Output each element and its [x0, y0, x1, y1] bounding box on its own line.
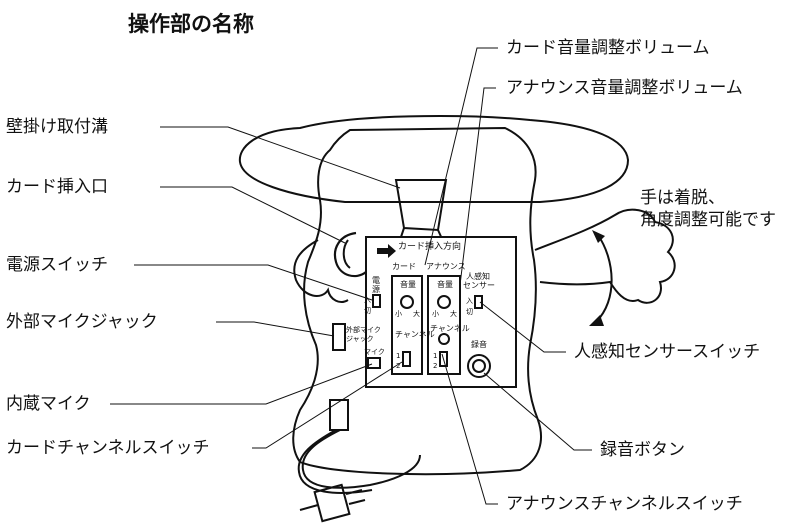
label-ext-mic-jack: 外部マイクジャック — [6, 312, 158, 332]
label-card-channel-switch: カードチャンネルスイッチ — [6, 438, 210, 458]
label-builtin-mic: 内蔵マイク — [6, 394, 91, 414]
panel-power-on: 入 — [364, 296, 371, 304]
card-slot-ring — [333, 231, 367, 278]
rotate-arrow — [595, 234, 613, 323]
panel-power-label-1: 電 — [372, 276, 380, 285]
label-announce-channel-switch: アナウンスチャンネルスイッチ — [506, 494, 743, 514]
panel-power-off: 切 — [364, 307, 371, 315]
panel-sensor-off: 切 — [466, 308, 473, 316]
panel-announce-large: 大 — [450, 310, 457, 318]
panel-card-ch1: 1 — [396, 352, 401, 360]
panel-power-label-2: 源 — [372, 285, 380, 294]
panel-announce-volume-label: 音量 — [437, 280, 453, 289]
panel-card-label: カード — [392, 262, 416, 271]
power-plug — [313, 483, 351, 523]
body-outline — [292, 126, 542, 476]
panel-announce-ch2: 2 — [433, 362, 438, 370]
label-wall-groove: 壁掛け取付溝 — [6, 117, 108, 137]
panel-sensor-on: 入 — [466, 297, 473, 305]
panel-ext-mic-label-1: 外部マイク — [346, 326, 381, 334]
label-power-switch: 電源スイッチ — [6, 255, 108, 275]
label-record-button: 録音ボタン — [600, 440, 685, 460]
panel-announce-small: 小 — [432, 310, 439, 318]
panel-card-small: 小 — [395, 310, 402, 318]
label-sensor-switch: 人感知センサースイッチ — [574, 342, 761, 362]
panel-announce-ch1: 1 — [433, 352, 438, 360]
panel-announce-channel-label: チャンネル — [430, 324, 470, 333]
label-card-volume: カード音量調整ボリューム — [506, 38, 710, 58]
panel-card-channel-label: チャンネル — [395, 330, 435, 339]
panel-announce-label: アナウンス — [426, 262, 466, 271]
page-title: 操作部の名称 — [128, 12, 254, 36]
left-hand — [293, 239, 349, 303]
panel-ext-mic-label-2: ジャック — [346, 335, 374, 343]
panel-card-large: 大 — [413, 310, 420, 318]
label-hand-note-1: 手は着脱、 — [640, 188, 725, 208]
panel-card-ch2: 2 — [396, 362, 401, 370]
hat-brim — [238, 114, 630, 203]
panel-mic-label: マイク — [364, 348, 385, 356]
panel-sensor-label-2: センサー — [463, 281, 495, 290]
panel-card-volume-label: 音量 — [400, 280, 416, 289]
card-holder — [394, 179, 448, 232]
label-card-slot: カード挿入口 — [6, 177, 108, 197]
label-hand-note-2: 角度調整可能です — [640, 210, 776, 230]
panel-insert-direction: カード挿入方向 — [398, 242, 462, 252]
panel-record-label: 録音 — [471, 340, 487, 349]
panel-sensor-label-1: 人感知 — [466, 272, 490, 281]
label-announce-volume: アナウンス音量調整ボリューム — [506, 78, 743, 98]
record-button-shape — [467, 354, 491, 378]
right-hand — [534, 208, 676, 304]
